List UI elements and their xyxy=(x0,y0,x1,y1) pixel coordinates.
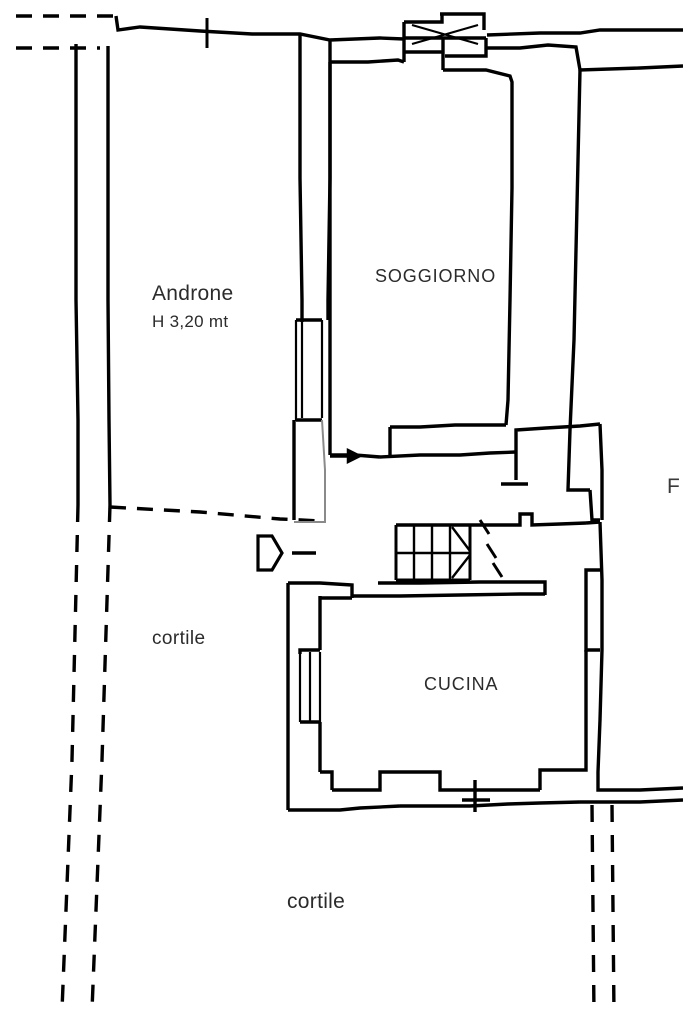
area-label-cortile-upper: cortile xyxy=(152,628,205,649)
room-label-soggiorno: SOGGIORNO xyxy=(375,266,496,286)
door-swing-cucina xyxy=(462,780,490,812)
boundary-dashed-top-left xyxy=(16,14,120,50)
window-symbol-top xyxy=(402,12,488,70)
staircase-symbol xyxy=(394,519,504,582)
outer-wall-right xyxy=(566,69,600,522)
room-label-cucina: CUCINA xyxy=(424,674,498,694)
room-label-androne: Androne xyxy=(152,282,234,305)
outer-wall-top xyxy=(114,15,683,72)
cucina-walls xyxy=(286,512,683,812)
soggiorno-walls xyxy=(292,34,604,523)
door-marker-soggiorno xyxy=(330,447,363,465)
area-label-cortile-lower: cortile xyxy=(287,890,345,913)
room-height-androne: H 3,20 mt xyxy=(152,312,228,331)
androne-left-walls xyxy=(60,44,112,1011)
boundary-dashed-bottom-right xyxy=(590,804,616,1016)
androne-cortile-divider xyxy=(109,505,323,523)
entrance-arrow-symbol xyxy=(256,534,316,572)
edge-label-f: F xyxy=(667,475,680,498)
